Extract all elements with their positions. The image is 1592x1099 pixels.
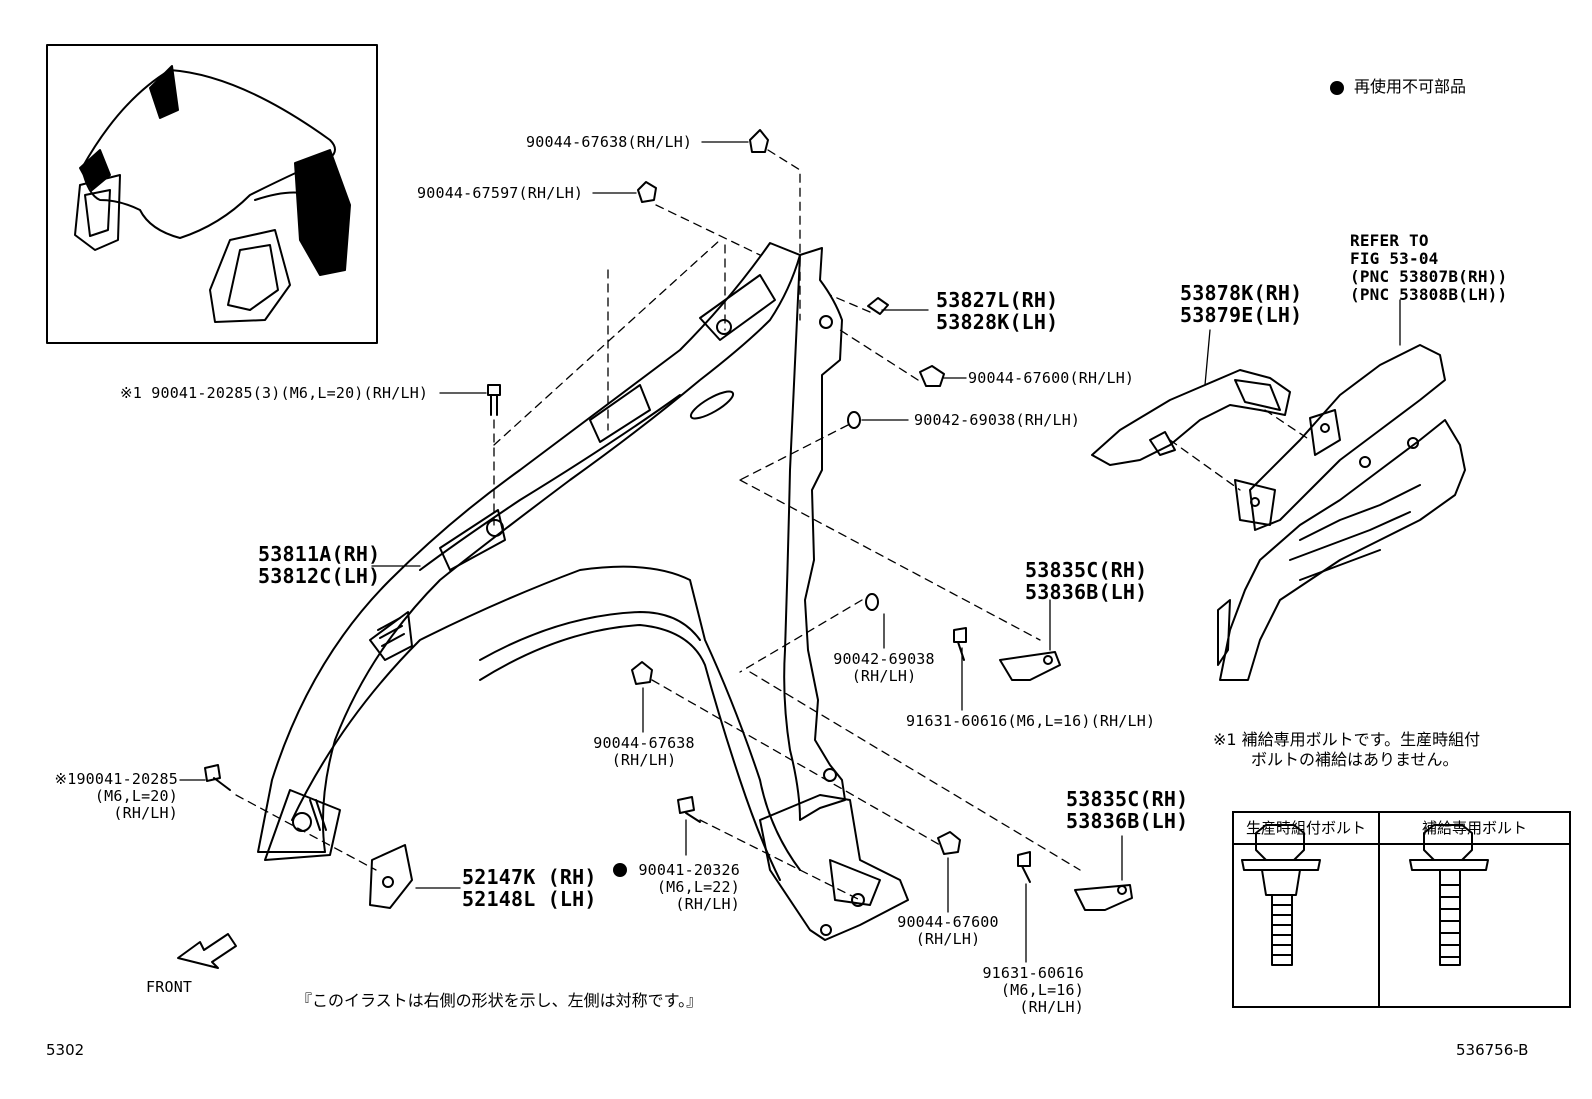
part-label: 90044-67638(RH/LH) bbox=[526, 133, 693, 151]
part-side: (RH/LH) bbox=[1019, 998, 1084, 1016]
part-number: 90044-67600 bbox=[897, 913, 999, 931]
part-number: 52148L (LH) bbox=[462, 887, 597, 911]
table-column-production: 生産時組付ボルト bbox=[1234, 813, 1380, 1006]
non-reusable-dot-icon bbox=[613, 863, 627, 877]
part-number: 53836B(LH) bbox=[1025, 580, 1148, 604]
part-label: 90044-67638 (RH/LH) bbox=[588, 735, 700, 769]
part-number: 52147K (RH) bbox=[462, 865, 597, 889]
quarter-wheel-apron-assembly bbox=[1217, 344, 1466, 681]
part-side: (RH/LH) bbox=[675, 895, 740, 913]
part-label: 53827L(RH) 53828K(LH) bbox=[936, 289, 1058, 333]
part-label: 91631-60616(M6,L=16)(RH/LH) bbox=[906, 712, 1156, 730]
part-label: 90044-67600(RH/LH) bbox=[968, 369, 1135, 387]
part-number: 53879E(LH) bbox=[1180, 303, 1303, 327]
part-label: 91631-60616 (M6,L=16) (RH/LH) bbox=[966, 965, 1084, 1016]
supply-bolt-note: ※1 補給専用ボルトです。生産時組付 ボルトの補給はありません。 bbox=[1213, 730, 1480, 770]
marker-ref: ※1 bbox=[120, 384, 142, 402]
refer-to-note: REFER TO FIG 53-04 (PNC 53807B(RH)) (PNC… bbox=[1350, 232, 1507, 304]
fender-panel bbox=[257, 242, 801, 871]
part-label: 53811A(RH) 53812C(LH) bbox=[258, 543, 380, 587]
part-number: 91631-60616 bbox=[982, 964, 1084, 982]
part-number: 90044-67638 bbox=[593, 734, 695, 752]
small-fasteners bbox=[204, 129, 1133, 911]
dashed-guide-lines bbox=[235, 149, 1311, 901]
part-number: 53878K(RH) bbox=[1180, 281, 1303, 305]
part-number: 90041-20326 bbox=[638, 861, 740, 879]
part-spec: (M6,L=20) bbox=[94, 787, 178, 805]
table-header: 生産時組付ボルト bbox=[1234, 813, 1378, 845]
part-number: 53812C(LH) bbox=[258, 564, 381, 588]
refer-line: REFER TO bbox=[1350, 231, 1429, 250]
figure-code: 536756-B bbox=[1456, 1041, 1529, 1059]
part-label: 90042-69038 (RH/LH) bbox=[828, 651, 940, 685]
note-line: ※1 補給専用ボルトです。生産時組付 bbox=[1213, 730, 1481, 749]
symmetry-caption: 『このイラストは右側の形状を示し、左側は対称です。』 bbox=[296, 991, 703, 1010]
fender-liner bbox=[479, 247, 909, 941]
part-label: 90042-69038(RH/LH) bbox=[914, 411, 1081, 429]
non-reusable-dot-icon bbox=[1330, 81, 1344, 95]
bracket-53878k bbox=[1091, 369, 1291, 466]
part-label: 53835C(RH) 53836B(LH) bbox=[1025, 559, 1147, 603]
table-bolt-drawings bbox=[1241, 824, 1489, 966]
table-header: 補給専用ボルト bbox=[1380, 813, 1569, 845]
part-label: ※1 90041-20285(3)(M6,L=20)(RH/LH) bbox=[120, 385, 428, 402]
part-number: 90042-69038 bbox=[833, 650, 935, 668]
part-number: 53811A(RH) bbox=[258, 542, 381, 566]
front-label: FRONT bbox=[146, 978, 193, 996]
part-side: (RH/LH) bbox=[611, 751, 677, 769]
refer-line: (PNC 53807B(RH)) bbox=[1350, 267, 1508, 286]
part-spec: (M6,L=22) bbox=[656, 878, 740, 896]
refer-line: (PNC 53808B(LH)) bbox=[1350, 285, 1508, 304]
front-arrow-icon bbox=[177, 933, 237, 969]
bolt-comparison-table: 生産時組付ボルト 補給専用ボルト bbox=[1232, 811, 1571, 1008]
part-side: (RH/LH) bbox=[851, 667, 917, 685]
part-label: 52147K (RH) 52148L (LH) bbox=[462, 866, 597, 910]
part-number: 53827L(RH) bbox=[936, 288, 1059, 312]
inset-overview-frame bbox=[46, 44, 378, 344]
part-label: ※190041-20285 (M6,L=20) (RH/LH) bbox=[28, 771, 178, 822]
part-side: (RH/LH) bbox=[113, 804, 178, 822]
part-side: (RH/LH) bbox=[915, 930, 981, 948]
part-label: 90044-67600 (RH/LH) bbox=[888, 914, 1008, 948]
part-spec: (M6,L=16) bbox=[1000, 981, 1084, 999]
part-number: 53828K(LH) bbox=[936, 310, 1059, 334]
part-label: 90044-67597(RH/LH) bbox=[417, 184, 584, 202]
page-code: 5302 bbox=[46, 1041, 85, 1059]
part-number: 53835C(RH) bbox=[1066, 787, 1189, 811]
legend-non-reusable: 再使用不可部品 bbox=[1354, 77, 1467, 96]
table-column-supply: 補給専用ボルト bbox=[1380, 813, 1569, 1006]
leader-lines bbox=[179, 141, 1401, 963]
refer-line: FIG 53-04 bbox=[1350, 249, 1439, 268]
part-label: 53835C(RH) 53836B(LH) bbox=[1066, 788, 1188, 832]
part-number: 53836B(LH) bbox=[1066, 809, 1189, 833]
note-line: ボルトの補給はありません。 bbox=[1251, 750, 1459, 769]
part-number: 53835C(RH) bbox=[1025, 558, 1148, 582]
part-label: 90041-20326 (M6,L=22) (RH/LH) bbox=[626, 862, 740, 913]
inset-vehicle-overview bbox=[74, 65, 351, 323]
part-number: 90041-20285(3)(M6,L=20)(RH/LH) bbox=[151, 384, 429, 402]
part-label: 53878K(RH) 53879E(LH) bbox=[1180, 282, 1302, 326]
part-number: ※190041-20285 bbox=[54, 770, 178, 788]
